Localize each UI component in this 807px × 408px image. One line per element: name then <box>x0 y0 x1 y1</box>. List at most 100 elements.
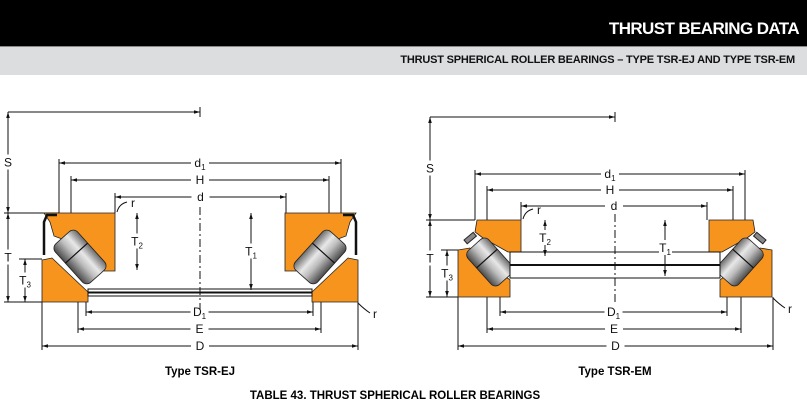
r-label-bottom-main: r <box>788 302 792 316</box>
r-label-top: r <box>131 196 135 210</box>
table-caption: TABLE 43. THRUST SPHERICAL ROLLER BEARIN… <box>249 390 541 402</box>
r-leader-top <box>522 208 534 220</box>
shaft-washer-left <box>41 257 89 303</box>
roller-body <box>716 237 764 287</box>
roller-groove <box>732 248 754 269</box>
dim-d1-label-sub: 1 <box>611 174 616 183</box>
dim-d1-outer-label-sub: 1 <box>202 312 207 321</box>
dim-s-label-bg <box>424 160 437 176</box>
dim-t2-label-bg <box>131 233 144 249</box>
header-bar: THRUST BEARING DATA <box>0 0 807 47</box>
r-leader-bottom <box>357 302 371 314</box>
r-leader-top <box>116 201 128 213</box>
shaft-washer-right <box>311 257 359 303</box>
roller-right <box>293 229 347 285</box>
dim-t1-label-main: T <box>245 245 253 259</box>
caption-tsr-em: Type TSR-EM <box>578 366 652 378</box>
r-label-bottom: r <box>788 302 792 316</box>
dim-s-label-main: S <box>426 162 434 176</box>
dim-t3-label-main: T <box>19 274 27 288</box>
dim-t-label: T <box>4 251 12 265</box>
roller-right <box>716 237 764 287</box>
dim-d1-label: d1 <box>604 167 616 183</box>
dim-t3-label-main: T <box>441 267 449 281</box>
dim-d1-label-main: d <box>604 167 611 181</box>
dim-d1-label: d1 <box>194 156 206 172</box>
dim-t2-label: T2 <box>131 235 143 251</box>
dim-d1-label-main: d <box>194 156 201 170</box>
dim-t-label-main: T <box>4 251 12 265</box>
dim-e-label-main: E <box>195 322 203 336</box>
housing-washer-left <box>474 219 522 253</box>
roller-body <box>53 229 107 285</box>
roller-left <box>53 229 107 285</box>
dim-e-label: E <box>195 322 203 336</box>
dim-d1-outer-label-sub: 1 <box>616 312 621 321</box>
dim-t1-label: T1 <box>659 241 671 257</box>
dim-d-label: d <box>611 199 618 213</box>
dim-t2-label-main: T <box>131 235 139 249</box>
dim-t2-label: T2 <box>539 231 551 247</box>
dim-t3-label-bg <box>441 265 454 281</box>
dim-t3-label: T3 <box>19 274 31 290</box>
bearing-half-left <box>41 212 116 303</box>
dim-d1-label-sub: 1 <box>201 163 206 172</box>
r-label-top: r <box>537 203 541 217</box>
dim-t3-label-sub: 3 <box>26 281 31 290</box>
section-subtitle: THRUST SPHERICAL ROLLER BEARINGS – TYPE … <box>400 54 795 66</box>
dim-s-label-main: S <box>4 156 12 170</box>
dim-t2-label-sub: 2 <box>138 242 143 251</box>
dim-t2-label-sub: 2 <box>546 238 551 247</box>
dim-d-label: d <box>197 190 204 204</box>
pin-right <box>752 231 767 245</box>
dim-t2-label-bg <box>539 230 552 245</box>
roller-groove <box>64 242 89 264</box>
dim-d-label-main: d <box>611 199 618 213</box>
roller-body <box>466 237 514 287</box>
page-title: THRUST BEARING DATA <box>608 19 800 38</box>
roller-left <box>466 237 514 287</box>
r-label-top-main: r <box>131 196 135 210</box>
dim-h-label-main: H <box>196 173 205 187</box>
dim-t1-label-sub: 1 <box>252 252 257 261</box>
dim-t1-label-main: T <box>659 241 667 255</box>
dim-t3-label-bg <box>19 272 32 288</box>
dim-t3-label-sub: 3 <box>448 274 453 283</box>
dim-d-label-main: d <box>197 190 204 204</box>
r-label-bottom-main: r <box>373 307 377 321</box>
dim-t1-label-sub: 1 <box>666 248 671 257</box>
dim-t-label: T <box>426 252 434 266</box>
dim-outer-d-label: D <box>196 339 205 353</box>
dim-t-label-main: T <box>426 252 434 266</box>
caption-tsr-ej: Type TSR-EJ <box>164 366 236 378</box>
dim-t3-label: T3 <box>441 267 453 283</box>
pin-left <box>463 231 478 245</box>
roller-body <box>293 229 347 285</box>
dim-d1-outer-label: D1 <box>607 305 621 321</box>
dim-t-label-bg <box>2 249 15 265</box>
r-label-top-main: r <box>537 203 541 217</box>
bearing-half-right <box>708 219 773 298</box>
dim-s-label-bg <box>2 154 15 170</box>
dim-d1-outer-label-main: D <box>607 305 616 319</box>
dim-d1-outer-label: D1 <box>193 305 207 321</box>
dim-t2-label-main: T <box>539 231 547 245</box>
r-label-bottom: r <box>373 307 377 321</box>
roller-groove <box>476 248 498 269</box>
dim-d1-outer-label-main: D <box>193 305 202 319</box>
subheader-bar: THRUST SPHERICAL ROLLER BEARINGS – TYPE … <box>0 47 807 75</box>
housing-washer-right <box>708 219 756 253</box>
dim-h-label: H <box>606 183 615 197</box>
cage-left <box>42 213 57 255</box>
bearing-half-left <box>457 219 522 298</box>
bearing-half-right <box>284 212 359 303</box>
dim-outer-d-label-main: D <box>611 339 620 353</box>
dim-t-label-bg <box>424 250 437 266</box>
dim-t1-label-bg <box>659 240 672 255</box>
roller-groove <box>311 242 336 264</box>
r-leader-bottom <box>772 297 786 309</box>
cage-right <box>343 213 358 255</box>
